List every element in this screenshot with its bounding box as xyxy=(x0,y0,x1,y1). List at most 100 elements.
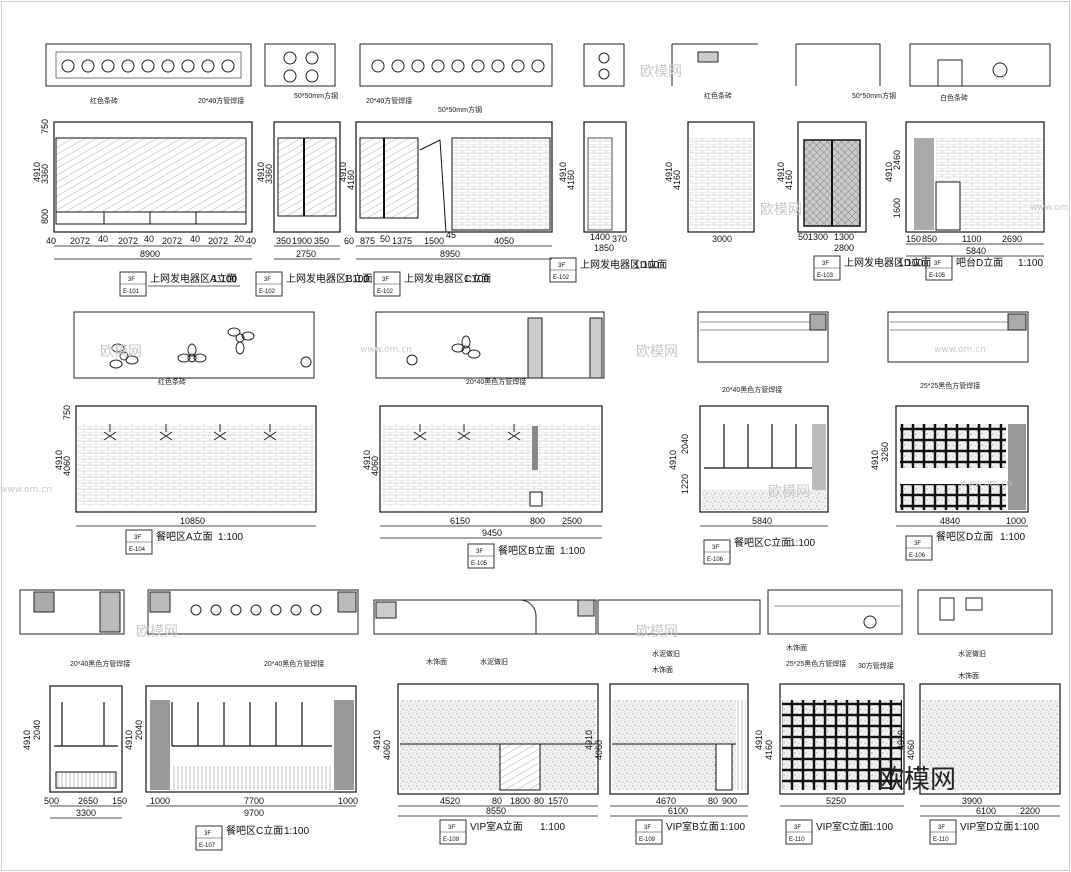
height-dim: 4910 xyxy=(584,730,594,750)
dim: 875 xyxy=(360,236,375,246)
note-cement: 水泥做旧 xyxy=(652,649,680,658)
note: 20*40黑色方管焊接 xyxy=(722,385,782,394)
elevation-title: 上网发电器区D立面 xyxy=(844,256,931,269)
height-dim: 4910 xyxy=(22,730,32,750)
watermark-brand: 欧模网 xyxy=(136,624,178,640)
pendant-lamps xyxy=(103,424,277,441)
note-wood: 木饰面 xyxy=(652,665,673,674)
elevation-title: 上网发电器区D立面 xyxy=(580,258,667,271)
dim: 7700 xyxy=(244,796,264,806)
dim-total: 8950 xyxy=(440,249,460,259)
note: 25*25黑色方管焊接 xyxy=(920,381,980,390)
dim: 45 xyxy=(446,230,456,240)
floor-tag: 3F xyxy=(558,263,565,269)
dim: 1300 xyxy=(808,232,828,242)
dim: 40 xyxy=(46,236,56,246)
elevation-title: 吧台D立面 xyxy=(956,256,1003,269)
elevation-title: VIP室A立面 xyxy=(470,820,523,833)
watermark-url: www.om.cn xyxy=(1030,203,1071,213)
elevation-title: 餐吧区D立面 xyxy=(936,530,993,543)
height-seg: 800 xyxy=(40,209,50,224)
elevation-title: 餐吧区C立面 xyxy=(734,536,791,549)
height-seg: 3360 xyxy=(264,164,274,184)
scale: 1:100 xyxy=(344,274,369,285)
height-dim: 4910 xyxy=(558,162,568,182)
height-seg: 2040 xyxy=(680,434,690,454)
sheet-number: E-104 xyxy=(129,547,146,553)
scale: 1:100 xyxy=(212,274,237,285)
height-dim: 4910 xyxy=(32,162,42,182)
fan-icon xyxy=(451,335,481,359)
height-seg: 4160 xyxy=(764,740,774,760)
height-seg: 750 xyxy=(40,119,50,134)
dim-total: 2750 xyxy=(296,249,316,259)
height-dim: 4910 xyxy=(870,450,880,470)
dim: 1500 xyxy=(424,236,444,246)
height-dim: 4910 xyxy=(362,450,372,470)
note-cement: 水泥做旧 xyxy=(958,649,986,658)
note-cement: 水泥做旧 xyxy=(480,657,508,666)
dim: 2690 xyxy=(1002,234,1022,244)
elevation-title: 餐吧区A立面 xyxy=(156,530,213,543)
floor-tag: 3F xyxy=(822,261,829,267)
dim: 150 xyxy=(112,796,127,806)
dim-total: 9450 xyxy=(482,528,502,538)
height-seg: 2460 xyxy=(892,150,902,170)
watermark-url: www.om.cn xyxy=(960,479,1012,489)
scale: 1:100 xyxy=(284,826,309,837)
dim: 1375 xyxy=(392,236,412,246)
height-dim: 4910 xyxy=(754,730,764,750)
dim: 1100 xyxy=(962,234,981,244)
note-square-steel-2: 50*50mm方钢 xyxy=(438,105,482,114)
dim: 4840 xyxy=(940,516,960,526)
note-wood: 木饰面 xyxy=(958,671,979,680)
dim-total: 9700 xyxy=(244,808,264,818)
row3-plans xyxy=(19,589,1053,635)
dim: 1800 xyxy=(510,796,530,806)
sheet-number: E-102 xyxy=(553,275,570,281)
floor-tag: 3F xyxy=(448,825,455,831)
row1-titles: 3F E-101 上网发电器区A立面 1:100 3F E-102 上网发电器区… xyxy=(119,255,1043,297)
dim: 1000 xyxy=(150,796,170,806)
elevation-title: 餐吧区C立面 xyxy=(226,824,283,837)
note-wood: 木饰面 xyxy=(786,643,807,652)
row2-plans xyxy=(73,311,1029,379)
dim: 800 xyxy=(530,516,545,526)
row2-annotations: 红色条砖 20*40黑色方管焊接 20*40黑色方管焊接 25*25黑色方管焊接… xyxy=(54,377,1028,569)
watermarks: 欧模网 欧模网 欧模网 欧模网 欧模网 欧模网 欧模网 www.om.cn ww… xyxy=(0,64,1071,640)
dim: 2200 xyxy=(1020,806,1040,816)
elevation-title: 上网发电器区B立面 xyxy=(286,272,373,285)
note: 红色条砖 xyxy=(158,377,186,386)
dim: 1900 xyxy=(292,236,312,246)
height-dim: 4910 xyxy=(256,162,266,182)
watermark-brand: 欧模网 xyxy=(636,624,678,640)
dim: 50 xyxy=(380,234,390,244)
dim: 350 xyxy=(314,236,329,246)
dim-total: 2800 xyxy=(834,243,854,253)
height-seg: 4160 xyxy=(784,170,794,190)
scale: 1:100 xyxy=(1014,822,1039,833)
scale: 1:100 xyxy=(898,258,923,269)
watermark-url: www.om.cn xyxy=(360,345,412,355)
elevation-title: VIP室B立面 xyxy=(666,820,719,833)
floor-tag: 3F xyxy=(712,545,719,551)
note: 20*40黑色方管焊接 xyxy=(264,659,324,668)
dim-total: 6100 xyxy=(668,806,688,816)
sheet-number: E-102 xyxy=(259,289,276,295)
height-seg: 4060 xyxy=(62,456,72,476)
dim: 40 xyxy=(98,234,108,244)
height-dim: 4910 xyxy=(776,162,786,182)
height-seg: 1600 xyxy=(892,198,902,218)
watermark-brand: 欧模网 xyxy=(636,344,678,360)
dim: 2500 xyxy=(562,516,582,526)
watermark-brand: 欧模网 xyxy=(768,484,810,500)
dim: 80 xyxy=(708,796,718,806)
scale: 1:100 xyxy=(464,274,489,285)
dim: 6150 xyxy=(450,516,470,526)
dim: 900 xyxy=(722,796,737,806)
dim-total: 6100 xyxy=(976,806,996,816)
height-seg: 3260 xyxy=(880,442,890,462)
sheet-number: E-105 xyxy=(929,273,946,279)
dim: 50 xyxy=(798,232,808,242)
